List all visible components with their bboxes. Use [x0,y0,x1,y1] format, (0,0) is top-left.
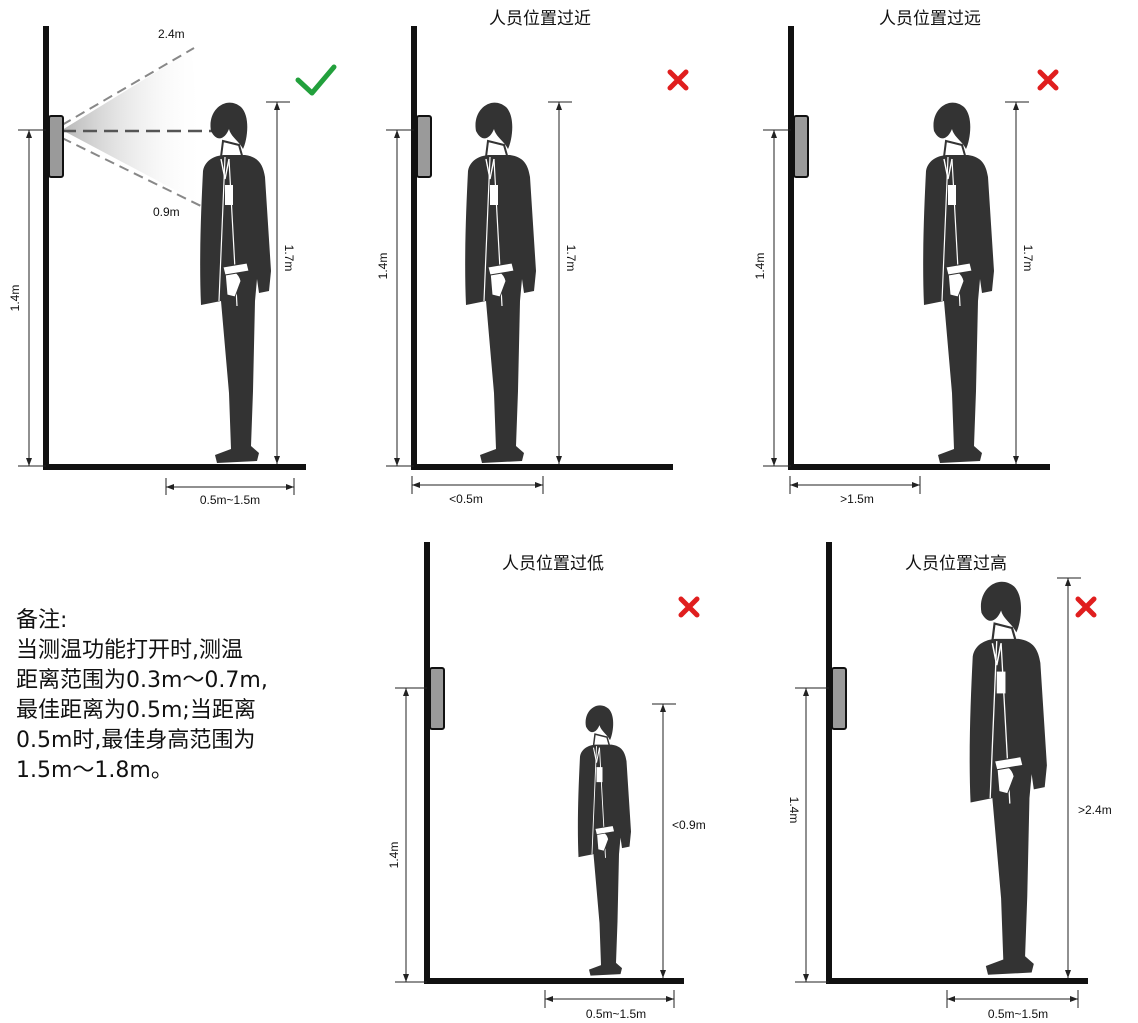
panel-title: 人员位置过远 [879,9,981,29]
wall-height-label: 1.4m [376,253,390,280]
note-line: 距离范围为0.3m～0.7m, [16,668,268,693]
person-figure [922,101,995,464]
cross-icon [667,69,689,91]
beam-top-line [61,47,195,126]
checkmark-icon [295,64,337,96]
panel-too-high: 人员位置过高 1.4m >2.4m 0.5m~1.5m [787,542,1112,1021]
panel-title: 人员位置过高 [905,554,1007,574]
temperature-device [48,115,64,178]
cross-icon [1075,596,1097,618]
temperature-device [831,667,847,730]
panel-too-far: 人员位置过远 1.4m 1.7m >1.5m [753,9,1059,506]
distance-label: 0.5m~1.5m [586,1007,646,1021]
person-height-label: >2.4m [1078,803,1112,817]
wall-height-label: 1.4m [387,842,401,869]
person-height-label: 1.7m [282,245,296,272]
distance-label: >1.5m [840,492,874,506]
temperature-device [416,115,432,178]
detection-beam [62,50,205,206]
person-figure [968,580,1048,976]
panel-too-low: 人员位置过低 1.4m <0.9m 0.5m~1.5m [387,542,706,1021]
cross-icon [678,596,700,618]
distance-label: 0.5m~1.5m [988,1007,1048,1021]
panel-title: 人员位置过近 [489,9,591,29]
panel-correct: 2.4m 0.9m 1.4m 1.7m 0.5m~1.5m [8,26,337,507]
person-height-label: 1.7m [564,245,578,272]
person-height-label: <0.9m [672,818,706,832]
distance-label: 0.5m~1.5m [200,493,260,507]
note-line: 当测温功能打开时,测温 [16,638,243,663]
remark-note: 备注: 当测温功能打开时,测温 距离范围为0.3m～0.7m, 最佳距离为0.5… [16,606,346,786]
temperature-device [429,667,445,730]
wall-height-label: 1.4m [753,253,767,280]
person-height-label: 1.7m [1021,245,1035,272]
beam-bottom-label: 0.9m [153,205,180,219]
note-line: 1.5m～1.8m。 [16,758,173,783]
panel-title: 人员位置过低 [502,554,604,574]
panel-too-near: 人员位置过近 1.4m 1.7m <0.5m [376,9,689,506]
person-figure [199,101,272,464]
beam-top-label: 2.4m [158,27,185,41]
wall-height-label: 1.4m [8,285,22,312]
wall-height-label: 1.4m [787,797,801,824]
person-figure [464,101,537,464]
distance-label: <0.5m [449,492,483,506]
beam-bottom-line [61,137,206,209]
person-figure [577,704,632,977]
temperature-device [793,115,809,178]
note-line: 最佳距离为0.5m;当距离 [16,698,256,723]
cross-icon [1037,69,1059,91]
note-heading: 备注: [16,608,68,633]
note-line: 0.5m时,最佳身高范围为 [16,728,256,753]
